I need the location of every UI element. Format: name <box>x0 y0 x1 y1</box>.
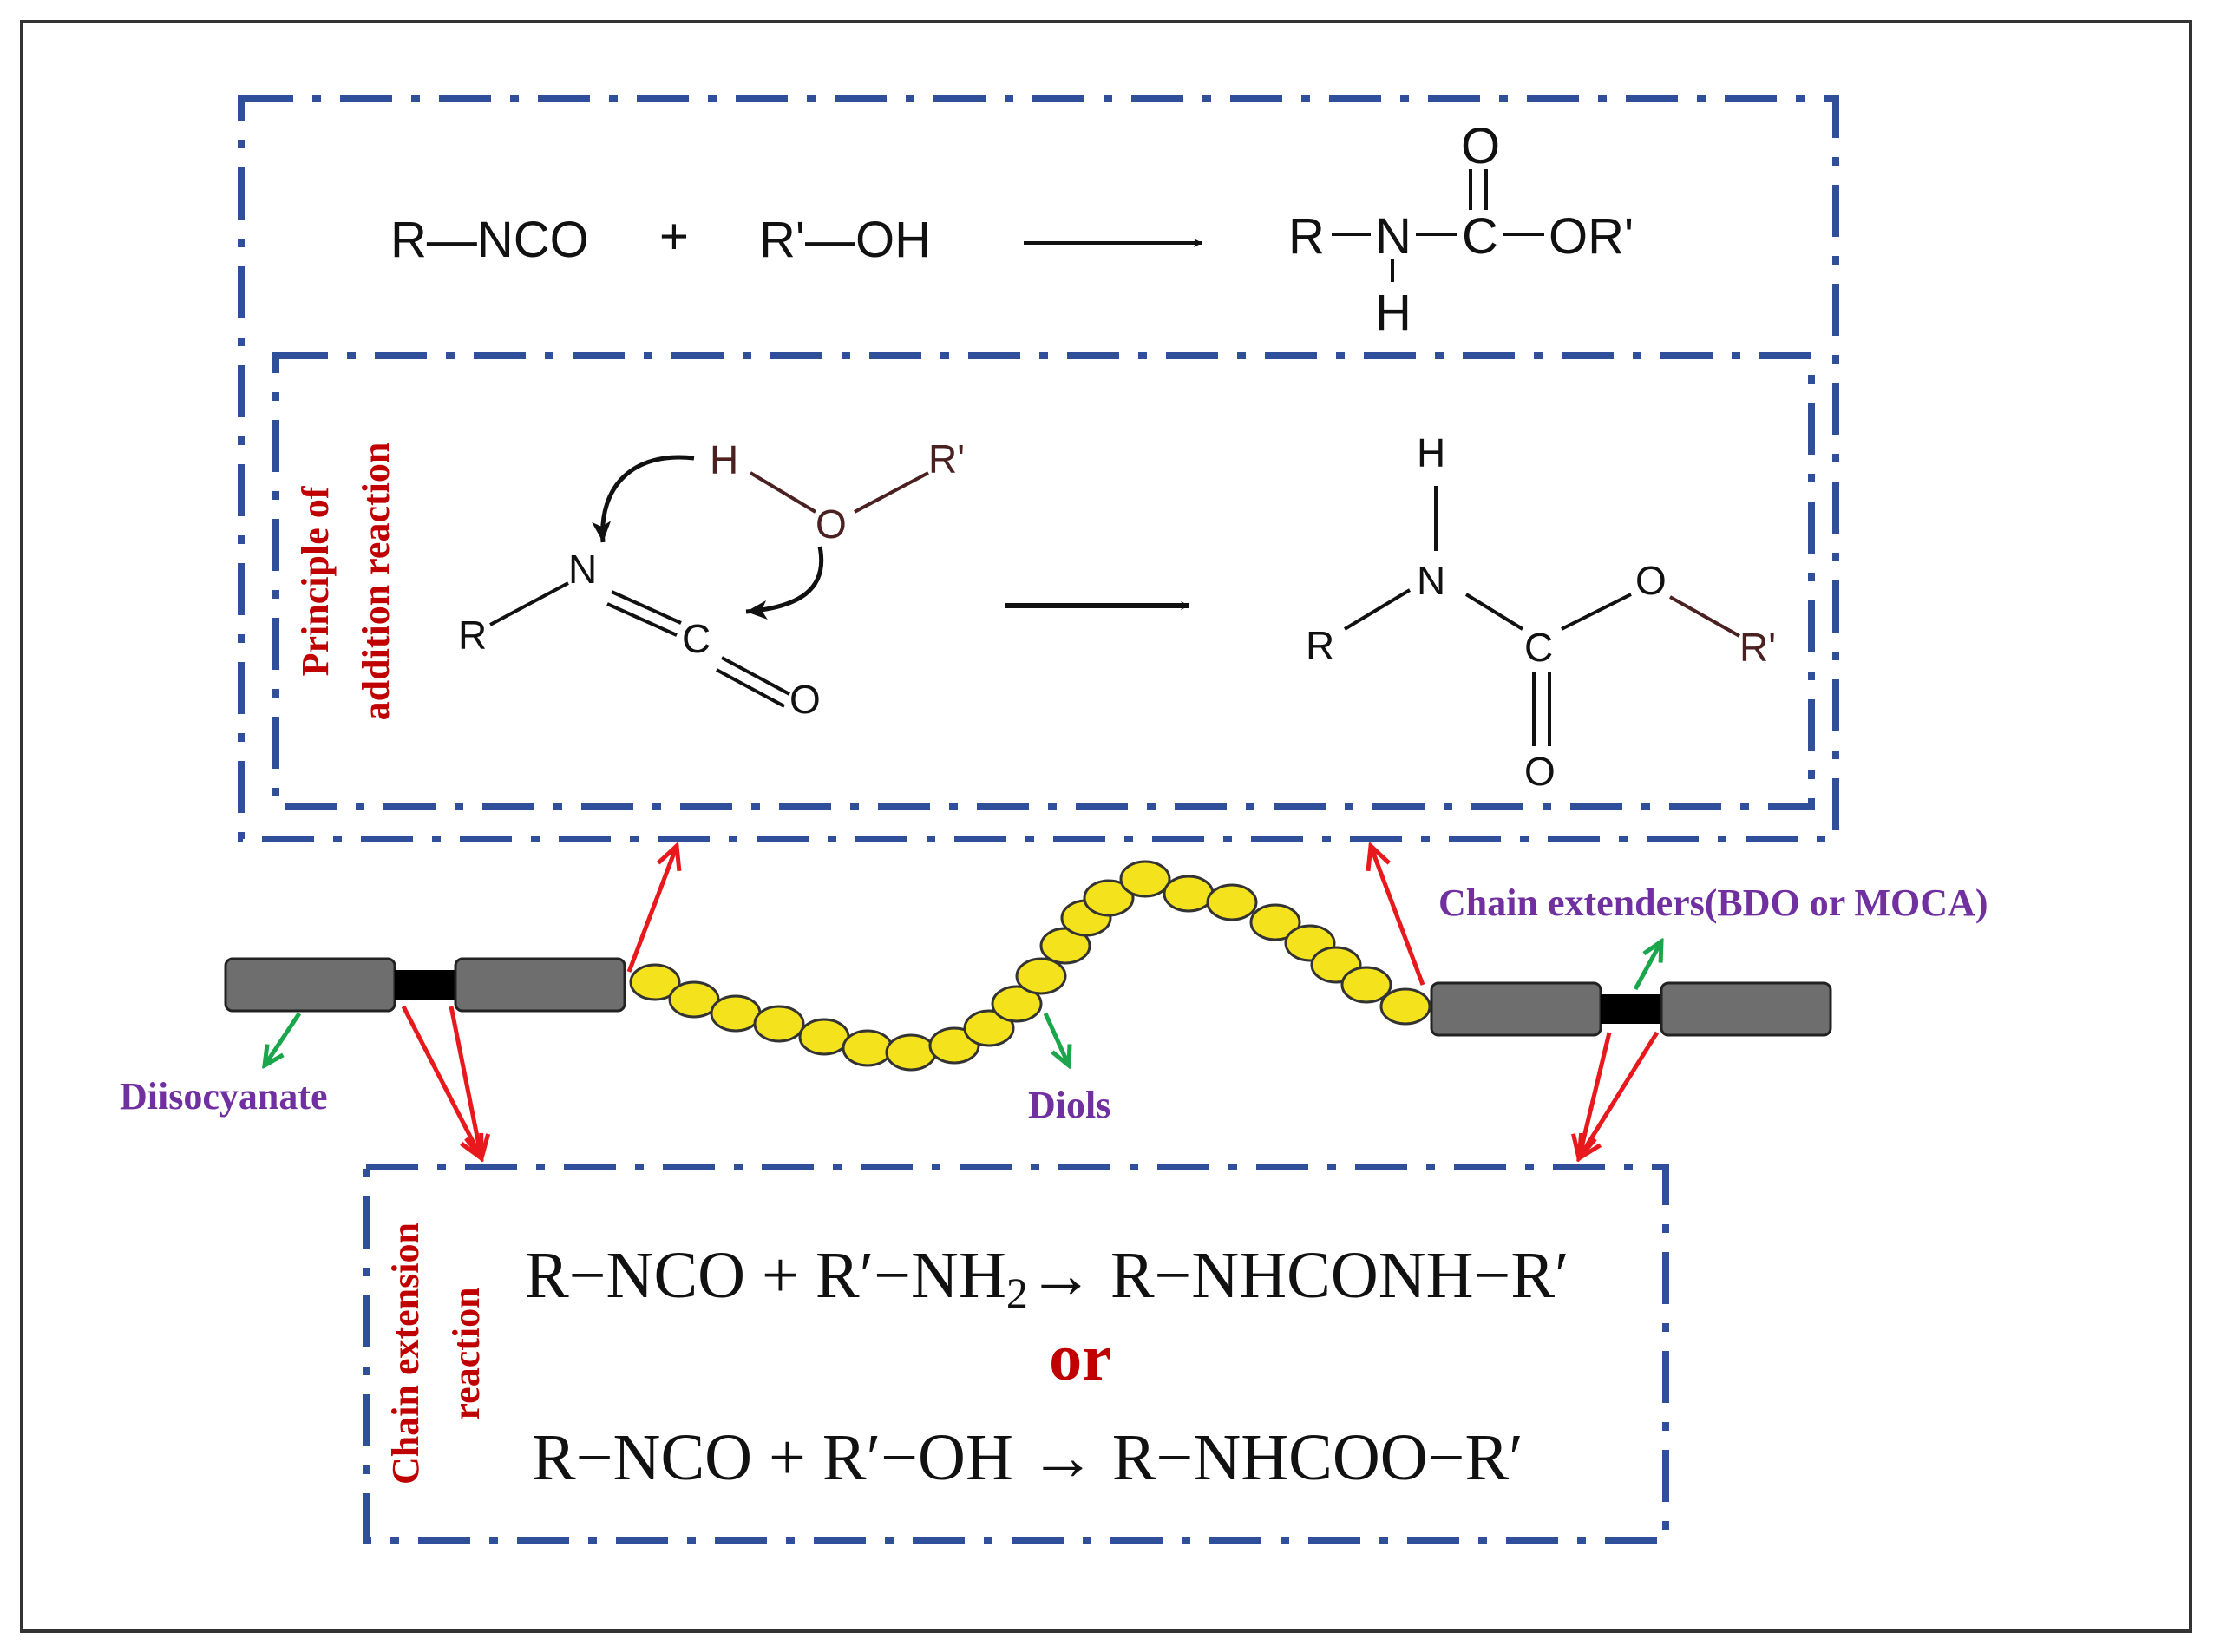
hard-segment-link <box>395 970 455 1000</box>
diol-bead <box>842 1029 894 1067</box>
product-atom-r: R <box>1306 623 1334 668</box>
double-bond-line <box>611 590 682 625</box>
red-arrows <box>401 846 1660 1158</box>
product-c: C <box>1462 208 1498 265</box>
product-atom-o: O <box>1635 558 1667 603</box>
arrow-diols <box>1043 1012 1069 1065</box>
arrow-to-top-box-left <box>626 846 677 973</box>
arrow-chain-extenders <box>1633 941 1661 991</box>
diol-bead <box>668 980 720 1019</box>
chain-extension-box <box>363 1164 1669 1544</box>
diol-bead <box>1340 966 1392 1004</box>
mechanism-box <box>272 352 1815 810</box>
chain-extenders-label: Chain extenders(BDO or MOCA) <box>1438 882 1988 924</box>
or-text: or <box>1049 1321 1111 1394</box>
bond-line <box>1343 588 1412 631</box>
green-arrows <box>265 941 1661 1065</box>
diol-bead <box>1379 987 1431 1026</box>
atom-r: R <box>458 613 487 658</box>
product-o-top: O <box>1461 118 1500 174</box>
double-bond-line <box>721 656 790 696</box>
equation-amine: R−NCO + R′−NH2→ R−NHCONH−R′ <box>525 1239 1569 1317</box>
diols-label: Diols <box>1028 1084 1110 1126</box>
outer-frame <box>20 20 2192 1633</box>
chain-extension-label-line1: Chain extension <box>384 1223 427 1485</box>
hard-segment-block <box>1660 981 1832 1037</box>
product-or: OR' <box>1549 208 1634 265</box>
hard-segment-block <box>1430 981 1602 1037</box>
diisocyanate-label: Diisocyanate <box>120 1075 328 1118</box>
arrow-to-bottom-box-left-a <box>401 1005 481 1158</box>
bond-line <box>854 471 929 514</box>
diol-bead <box>1083 879 1135 917</box>
reactant-isocyanate: R—NCO <box>390 212 589 268</box>
diol-bead <box>1163 875 1215 913</box>
hard-segment-block <box>454 957 626 1013</box>
bond-line <box>1464 593 1524 631</box>
diol-bead <box>753 1005 805 1043</box>
atom-c: C <box>682 616 711 661</box>
arrow-diisocyanate <box>265 1012 302 1065</box>
curved-arrow-o-to-c <box>745 546 824 620</box>
bond-line <box>1561 593 1632 631</box>
curved-arrow-h-to-n <box>592 455 695 543</box>
atom-n: N <box>568 547 597 592</box>
product-r: R <box>1288 208 1325 265</box>
equation-alcohol: R−NCO + R′−OH → R−NHCOO−R′ <box>532 1421 1523 1494</box>
diol-bead <box>885 1033 937 1072</box>
arrow-to-bottom-box-left-b <box>449 1006 481 1158</box>
principle-label-line2: addition reaction <box>355 442 397 721</box>
product-atom-o-bottom: O <box>1524 749 1556 794</box>
mechanism-reactants: R N C O H O R' <box>458 436 965 722</box>
product-atom-h: H <box>1417 430 1445 475</box>
hard-segment-link <box>1601 994 1661 1024</box>
chain-extension-label-line2: reaction <box>445 1287 488 1419</box>
product-h: H <box>1375 285 1412 341</box>
hard-segment-block <box>224 957 396 1013</box>
reactant-alcohol: R'—OH <box>759 212 931 268</box>
soft-segment-beads <box>629 860 1431 1072</box>
overall-reaction: R—NCO + R'—OH R N H C O OR' <box>390 118 1634 341</box>
product-atom-n: N <box>1417 558 1445 603</box>
atom-o: O <box>789 677 821 722</box>
arrow-to-bottom-box-right-a <box>1579 1032 1612 1158</box>
diol-bead <box>710 994 762 1032</box>
diol-bead <box>1249 903 1301 941</box>
diol-bead <box>1015 957 1067 995</box>
atom-rprime: R' <box>928 436 965 482</box>
bond-line <box>749 471 817 514</box>
atom-o-hydroxyl: O <box>816 502 847 547</box>
reaction-box <box>238 95 1839 842</box>
product-atom-rprime: R' <box>1739 625 1776 670</box>
bond-line <box>489 581 569 626</box>
mechanism-product: H N R C O R' O <box>1306 430 1776 794</box>
diol-bead <box>629 963 681 1001</box>
arrow-to-top-box-right <box>1371 846 1425 986</box>
diol-bead <box>991 985 1043 1023</box>
double-bond-line <box>606 602 678 637</box>
diol-bead <box>963 1009 1015 1047</box>
double-bond-line <box>716 668 785 708</box>
atom-h: H <box>710 437 738 482</box>
diol-bead <box>798 1018 850 1056</box>
bond-line <box>1669 595 1740 638</box>
diol-bead <box>1206 883 1258 921</box>
arrow-to-bottom-box-right-b <box>1579 1031 1660 1158</box>
product-atom-c: C <box>1524 625 1553 670</box>
diol-bead <box>1119 860 1171 898</box>
product-n: N <box>1375 208 1412 265</box>
plus-sign: + <box>659 208 689 265</box>
polymer-chain <box>224 860 1832 1072</box>
principle-label-line1: Principle of <box>294 485 337 676</box>
